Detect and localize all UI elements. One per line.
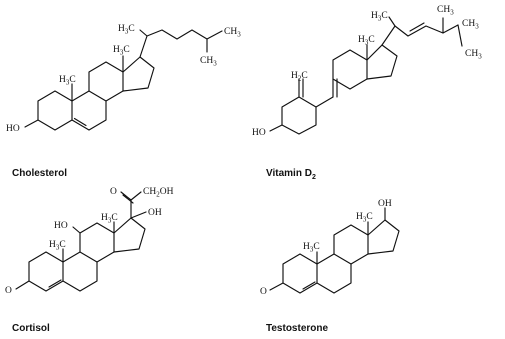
testosterone-c17-hydroxyl-label: OH xyxy=(378,199,392,209)
vitamin-d2-methylene-label: H2C xyxy=(291,71,308,83)
cortisol-side-chain-oxygen-label: O xyxy=(110,187,117,197)
testosterone-bonds xyxy=(269,207,400,294)
cortisol-bonds xyxy=(15,191,147,292)
cholesterol-caption: Cholesterol xyxy=(12,168,67,179)
vitamin-d2-side-chain-methyl-label: H3C xyxy=(371,11,388,23)
cortisol-c11-hydroxyl-label: HO xyxy=(54,221,68,231)
vitamin-d2-caption: Vitamin D2 xyxy=(266,168,316,181)
cortisol-caption: Cortisol xyxy=(12,323,50,334)
vitamin-d2-c18-methyl-label: H3C xyxy=(358,35,375,47)
cortisol-c19-methyl-label: H3C xyxy=(49,240,66,252)
testosterone-caption: Testosterone xyxy=(266,323,328,334)
testosterone-ketone-oxygen-label: O xyxy=(260,287,267,297)
cortisol-hydroxymethyl-label: CH2OH xyxy=(143,187,174,199)
testosterone-c19-methyl-label: H3C xyxy=(303,242,320,254)
cortisol-c18-methyl-label: H3C xyxy=(101,213,118,225)
vitamin-d2-structure: HO H2C H3C H3C CH3 CH3 CH3 Vitamin D2 xyxy=(252,5,482,181)
cholesterol-side-chain-methyl-label: H3C xyxy=(118,24,135,36)
cholesterol-c18-methyl-label: H3C xyxy=(113,45,130,57)
vitamin-d2-c24-methyl-label: CH3 xyxy=(437,5,454,17)
cholesterol-c19-methyl-label: H3C xyxy=(59,75,76,87)
vitamin-d2-isopropyl-methyl-label-1: CH3 xyxy=(462,19,479,31)
vitamin-d2-isopropyl-methyl-label-2: CH3 xyxy=(465,49,482,61)
vitamin-d2-hydroxyl-label: HO xyxy=(252,128,266,138)
cortisol-structure: O CH2OH OH HO H3C H3C O Cortisol xyxy=(5,187,174,334)
vitamin-d2-bonds xyxy=(269,16,463,135)
cortisol-c17-hydroxyl-label: OH xyxy=(148,208,162,218)
testosterone-c18-methyl-label: H3C xyxy=(356,212,373,224)
cholesterol-bonds xyxy=(24,29,223,131)
cholesterol-terminal-methyl-label: CH3 xyxy=(224,27,241,39)
cholesterol-isopropyl-methyl-label: CH3 xyxy=(200,56,217,68)
testosterone-structure: OH H3C H3C O Testosterone xyxy=(260,199,400,334)
cortisol-ketone-oxygen-label: O xyxy=(5,286,12,296)
cholesterol-structure: HO H3C H3C H3C CH3 CH3 Cholesterol xyxy=(6,24,241,179)
cholesterol-hydroxyl-label: HO xyxy=(6,124,20,134)
